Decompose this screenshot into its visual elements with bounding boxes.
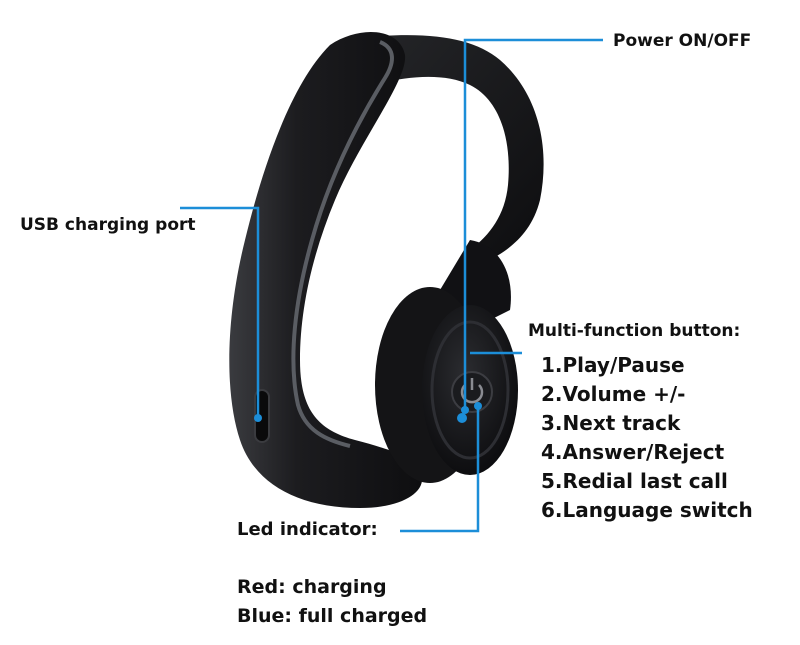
edge-highlight bbox=[291, 40, 394, 448]
leader-power bbox=[463, 38, 603, 410]
function-item: 3.Next track bbox=[541, 411, 681, 435]
function-item: 5.Redial last call bbox=[541, 469, 728, 493]
bud-facets bbox=[430, 320, 510, 460]
function-item: 2.Volume +/- bbox=[541, 382, 686, 406]
label-power: Power ON/OFF bbox=[613, 31, 752, 51]
function-item: 6.Language switch bbox=[541, 498, 753, 522]
label-usb-port: USB charging port bbox=[20, 215, 196, 235]
ear-hook bbox=[340, 35, 544, 266]
function-item: 4.Answer/Reject bbox=[541, 440, 725, 464]
power-icon bbox=[460, 384, 484, 404]
led-dot bbox=[457, 413, 467, 423]
label-multi-function: Multi-function button: bbox=[528, 321, 741, 341]
function-item: 1.Play/Pause bbox=[541, 353, 685, 377]
function-list: 1.Play/Pause 2.Volume +/- 3.Next track 4… bbox=[541, 355, 753, 529]
leader-usb bbox=[180, 206, 260, 418]
leader-lines bbox=[180, 38, 603, 533]
power-button bbox=[451, 371, 493, 413]
label-led: Led indicator: bbox=[237, 519, 378, 540]
headset-body bbox=[229, 32, 423, 508]
label-led-blue: Blue: full charged bbox=[237, 605, 428, 627]
leader-led bbox=[400, 408, 480, 533]
label-led-red: Red: charging bbox=[237, 576, 387, 598]
